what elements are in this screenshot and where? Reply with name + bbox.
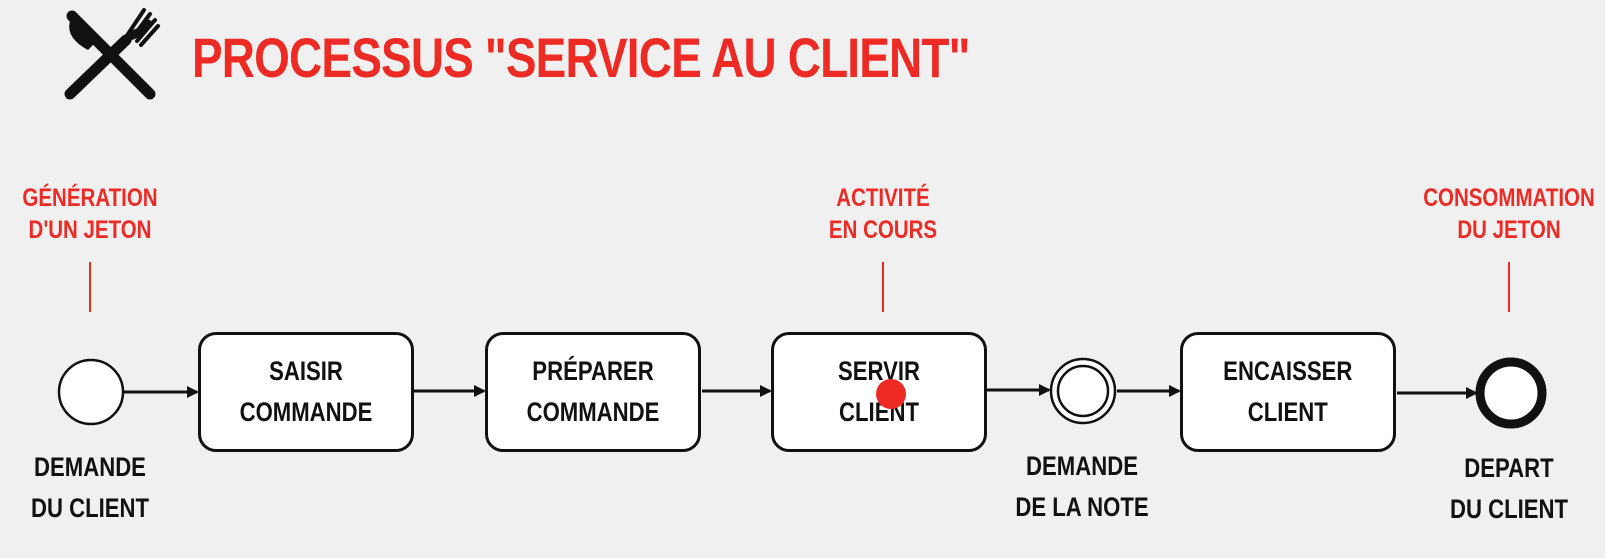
fork-knife-crossed-icon	[58, 6, 162, 111]
task-label: SAISIR COMMANDE	[240, 351, 373, 433]
task-preparer-commande: PRÉPARER COMMANDE	[485, 332, 701, 452]
task-saisir-commande: SAISIR COMMANDE	[198, 332, 414, 452]
task-label-line: COMMANDE	[526, 397, 660, 427]
event-label-line: DU CLIENT	[1449, 494, 1569, 524]
annotation-pointer	[89, 262, 91, 312]
annotation-line: DU JETON	[1457, 216, 1561, 244]
token-dot	[876, 379, 906, 409]
task-label-line: SERVIR	[837, 356, 921, 386]
start-event-label: DEMANDE DU CLIENT	[31, 447, 149, 529]
annotation-line: CONSOMMATION	[1423, 184, 1595, 212]
event-label-line: DU CLIENT	[30, 493, 150, 523]
page-title: PROCESSUS "SERVICE AU CLIENT"	[192, 26, 970, 89]
event-label-line: DE LA NOTE	[1015, 492, 1149, 522]
annotation-line: EN COURS	[828, 216, 938, 244]
annotation-line: D'UN JETON	[28, 216, 152, 244]
event-label-line: DEMANDE	[34, 452, 146, 482]
end-event	[1475, 357, 1547, 429]
event-label-line: DEPART	[1464, 453, 1554, 483]
task-label: ENCAISSER CLIENT	[1223, 351, 1352, 433]
annotation-activity-in-progress: ACTIVITÉ EN COURS	[829, 182, 937, 246]
annotation-pointer	[882, 262, 884, 312]
end-event-label: DEPART DU CLIENT	[1450, 448, 1568, 530]
start-event	[57, 358, 125, 426]
annotation-pointer	[1508, 262, 1510, 312]
task-label-line: CLIENT	[1248, 397, 1328, 427]
task-label-line: SAISIR	[269, 356, 343, 386]
annotation-token-consumption: CONSOMMATION DU JETON	[1423, 182, 1595, 246]
task-encaisser-client: ENCAISSER CLIENT	[1180, 332, 1396, 452]
event-label-line: DEMANDE	[1026, 451, 1138, 481]
task-label-line: PRÉPARER	[532, 356, 654, 386]
intermediate-event-label: DEMANDE DE LA NOTE	[1015, 446, 1148, 528]
task-label: PRÉPARER COMMANDE	[527, 351, 660, 433]
task-label-line: ENCAISSER	[1223, 356, 1353, 386]
annotation-token-generation: GÉNÉRATION D'UN JETON	[22, 182, 157, 246]
intermediate-event	[1049, 357, 1117, 425]
task-label-line: COMMANDE	[239, 397, 373, 427]
annotation-line: ACTIVITÉ	[836, 184, 930, 212]
annotation-line: GÉNÉRATION	[22, 184, 158, 212]
